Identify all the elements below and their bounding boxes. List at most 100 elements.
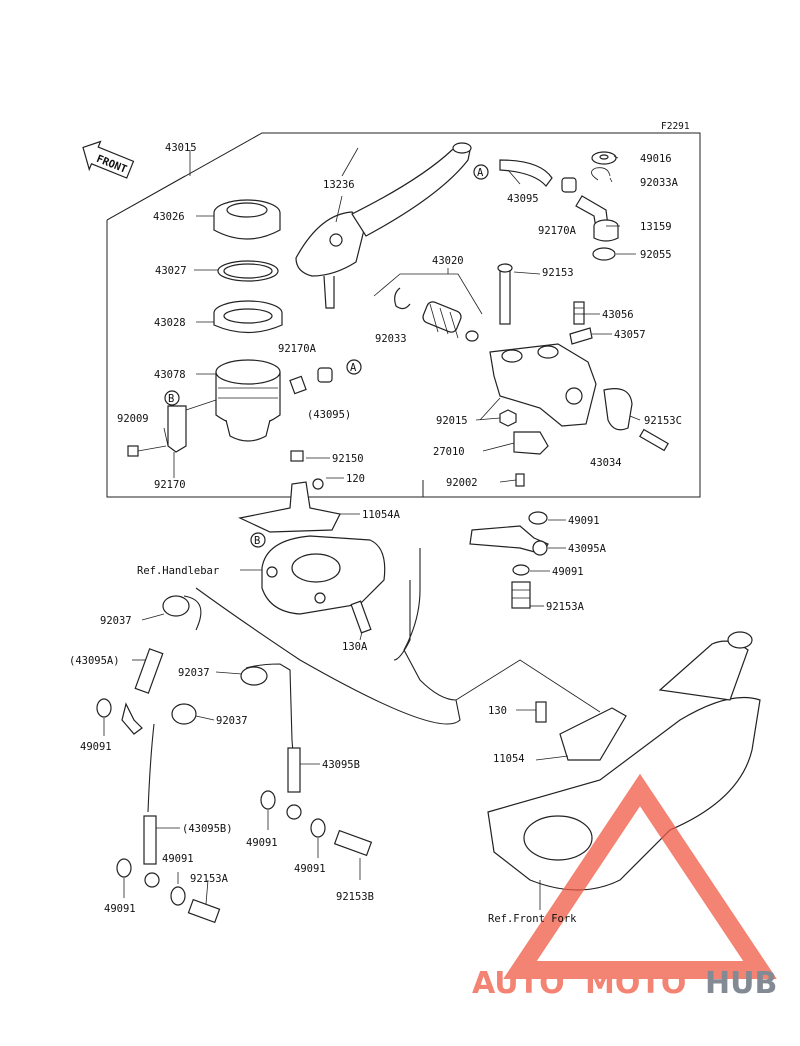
svg-text:B: B: [254, 535, 260, 547]
part-label-92055: 92055: [640, 249, 672, 261]
bolt-130a: [350, 600, 372, 634]
part-label-11054: 11054: [493, 753, 525, 765]
handlebar-clamp: [261, 535, 386, 615]
circlip-92033a: [591, 167, 611, 181]
hose-main: [195, 548, 461, 725]
bracket-11054: [559, 707, 627, 761]
reservoir-cap: [213, 199, 281, 240]
switch-27010: [513, 431, 549, 455]
watermark-logo: AUTO MOTO HUB: [472, 773, 777, 1001]
front-fork: [487, 631, 761, 891]
part-label-120: 120: [346, 473, 365, 485]
banjo-43095a: [469, 525, 549, 556]
grommet-13159: [593, 219, 619, 242]
watermark-triangle-icon: [503, 773, 777, 979]
part-label-130a: 130A: [342, 641, 368, 653]
part-label-27010: 27010: [433, 446, 465, 458]
part-label-49016: 49016: [640, 153, 672, 165]
part-label-92037_a: 92037: [100, 615, 132, 627]
screw-92150: [290, 450, 304, 462]
bolt-92153a-left: [187, 898, 221, 924]
assembly-frame: [106, 220, 424, 498]
part-label-92153b: 92153B: [336, 891, 374, 903]
bracket-11054a: [238, 478, 341, 533]
part-label-92153: 92153: [542, 267, 574, 279]
part-label-43095b_p: (43095B): [182, 823, 233, 835]
bolt-92153a-right: [511, 581, 531, 609]
washer-49091-g: [170, 886, 186, 906]
piston-kit: [394, 287, 479, 342]
part-label-13159: 13159: [640, 221, 672, 233]
part-label-43026: 43026: [153, 211, 185, 223]
pin-43057: [569, 327, 593, 345]
reservoir-bracket: [167, 399, 217, 453]
bolt-92153: [497, 263, 513, 325]
part-label-92153a_r: 92153A: [546, 601, 585, 613]
part-label-43020: 43020: [432, 255, 464, 267]
svg-text:A: A: [350, 362, 357, 374]
front-arrow-icon: FRONT: [82, 140, 135, 179]
part-label-92170: 92170: [154, 479, 186, 491]
master-cylinder-body: [489, 343, 597, 427]
washer-49091-b: [512, 564, 530, 576]
svg-text:B: B: [168, 393, 174, 405]
reservoir-tank: [215, 359, 281, 442]
part-label-49091_f: 49091: [294, 863, 326, 875]
part-label-43028: 43028: [154, 317, 186, 329]
part-label-43027: 43027: [155, 265, 187, 277]
part-label-43095b: 43095B: [322, 759, 360, 771]
part-label-92150: 92150: [332, 453, 364, 465]
bolt-92153b: [333, 829, 373, 857]
fitting-43095b-paren: [143, 815, 160, 888]
part-label-43095_p: (43095): [307, 409, 351, 421]
part-label-92033: 92033: [375, 333, 407, 345]
clamp-92170a-left: [289, 367, 333, 395]
oring-92055: [592, 247, 616, 261]
part-label-49091_e: 49091: [162, 853, 194, 865]
part-label-92153a_l: 92153A: [190, 873, 229, 885]
banjo-43095a-left: [121, 648, 164, 735]
part-label-49091_g: 49091: [104, 903, 136, 915]
bolt-92153c: [639, 428, 669, 452]
part-label-92037_b: 92037: [178, 667, 210, 679]
part-label-92002: 92002: [446, 477, 478, 489]
figure-id: F2291: [661, 121, 690, 132]
part-label-92037_c: 92037: [216, 715, 248, 727]
part-label-49091_d: 49091: [246, 837, 278, 849]
diaphragm-plate: [213, 300, 283, 334]
part-label-43095a: 43095A: [568, 543, 607, 555]
clamp-92037-b: [240, 666, 268, 686]
leader-lines: [103, 147, 641, 910]
brake-lever: [295, 142, 472, 309]
washer-49091-f: [116, 858, 132, 878]
part-label-43078: 43078: [154, 369, 186, 381]
svg-text:A: A: [477, 167, 484, 179]
clamp-43034: [603, 388, 633, 431]
screw-92002: [515, 473, 525, 487]
part-label-92009: 92009: [117, 413, 149, 425]
washer-49091-d: [260, 790, 276, 810]
clamp-92037-c: [171, 703, 197, 725]
part-label-43056: 43056: [602, 309, 634, 321]
screw-43056: [573, 301, 585, 325]
part-label-43095: 43095: [507, 193, 539, 205]
part-label-92153c: 92153C: [644, 415, 682, 427]
fitting-43095b: [286, 747, 302, 820]
callout-b-left: B: [164, 390, 180, 406]
part-label-92033a: 92033A: [640, 177, 679, 189]
part-label-43034: 43034: [590, 457, 622, 469]
part-label-49091_b: 49091: [552, 566, 584, 578]
part-label-43015: 43015: [165, 142, 197, 154]
callout-a-left: A: [346, 359, 362, 375]
watermark-auto: AUTO: [472, 966, 565, 1001]
washer-49091-a: [528, 511, 548, 525]
part-labels: 43015132364302643027430284307892170A(430…: [69, 142, 682, 925]
part-label-92170a_l: 92170A: [278, 343, 317, 355]
washer-49091-e: [310, 818, 326, 838]
part-label-43095a_p: (43095A): [69, 655, 120, 667]
clamp-92170a-right: [561, 177, 577, 193]
watermark-moto: MOTO: [585, 966, 686, 1001]
part-label-130: 130: [488, 705, 507, 717]
watermark-hub: HUB: [705, 966, 777, 1001]
